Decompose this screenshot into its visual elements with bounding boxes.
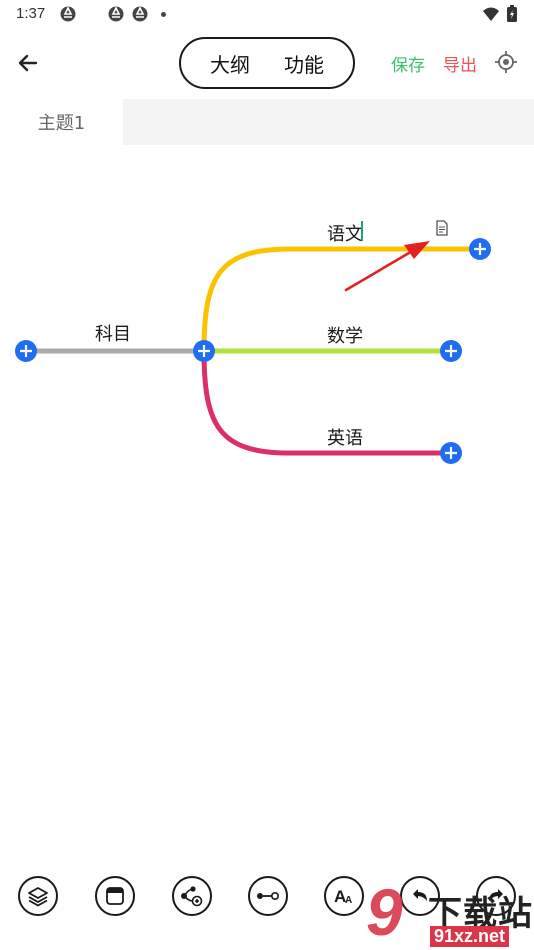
save-button[interactable]: 保存 [391,56,425,76]
node-chinese[interactable]: 语文 [327,224,363,245]
redo-button[interactable] [476,876,516,916]
layout-button[interactable] [95,876,135,916]
back-arrow-icon[interactable] [14,48,44,78]
add-node-button-chinese[interactable] [469,238,491,260]
undo-button[interactable] [400,876,440,916]
aperture-icon [108,6,124,22]
bottom-toolbar: A A [0,876,534,924]
layers-button[interactable] [18,876,58,916]
add-node-button-root[interactable] [193,340,215,362]
mode-switch: 大纲 功能 [179,37,355,89]
document-tabs: 主题1 [0,99,534,145]
status-time: 1:37 [16,5,46,22]
node-math[interactable]: 数学 [327,326,363,347]
status-bar: 1:37 [0,0,534,28]
tab-functions[interactable]: 功能 [284,52,324,77]
aperture-icon [60,6,76,22]
top-bar: 大纲 功能 保存 导出 [0,36,534,90]
watermark-number: 9 [366,875,403,949]
note-icon[interactable] [435,220,449,236]
wifi-icon [483,7,499,21]
tab-outline[interactable]: 大纲 [210,52,250,77]
locate-icon[interactable] [494,50,518,74]
annotation-arrow [344,241,430,292]
text-style-button[interactable]: A A [324,876,364,916]
branch-line-english [201,348,454,456]
watermark-url: 91xz.net [430,926,510,947]
text-caret [361,221,363,241]
node-root[interactable]: 科目 [95,324,131,345]
add-node-button-root-left[interactable] [15,340,37,362]
connector-icon [257,892,279,901]
add-sibling-node-button[interactable] [248,876,288,916]
watermark-logo: 9 下载站 91xz.net [360,875,534,950]
tab-topic-1[interactable]: 主题1 [0,99,123,145]
layers-icon [28,887,48,907]
node-tree-icon [181,886,203,907]
add-node-button-english[interactable] [440,442,462,464]
font-size-icon: A A [334,887,352,906]
add-child-node-button[interactable] [172,876,212,916]
svg-text:A: A [334,887,346,906]
branch-line-chinese [201,246,483,354]
export-button[interactable]: 导出 [443,56,477,76]
mindmap-lines [15,238,491,464]
add-node-button-math[interactable] [440,340,462,362]
battery-icon [507,5,517,22]
aperture-icon [132,6,148,22]
undo-icon [413,889,427,901]
redo-icon [489,889,503,901]
mindmap-canvas[interactable]: 科目 语文 数学 英语 [0,145,534,865]
notification-dot [161,12,166,17]
layout-icon [106,887,124,905]
svg-text:A: A [345,895,352,906]
node-english[interactable]: 英语 [327,428,363,449]
